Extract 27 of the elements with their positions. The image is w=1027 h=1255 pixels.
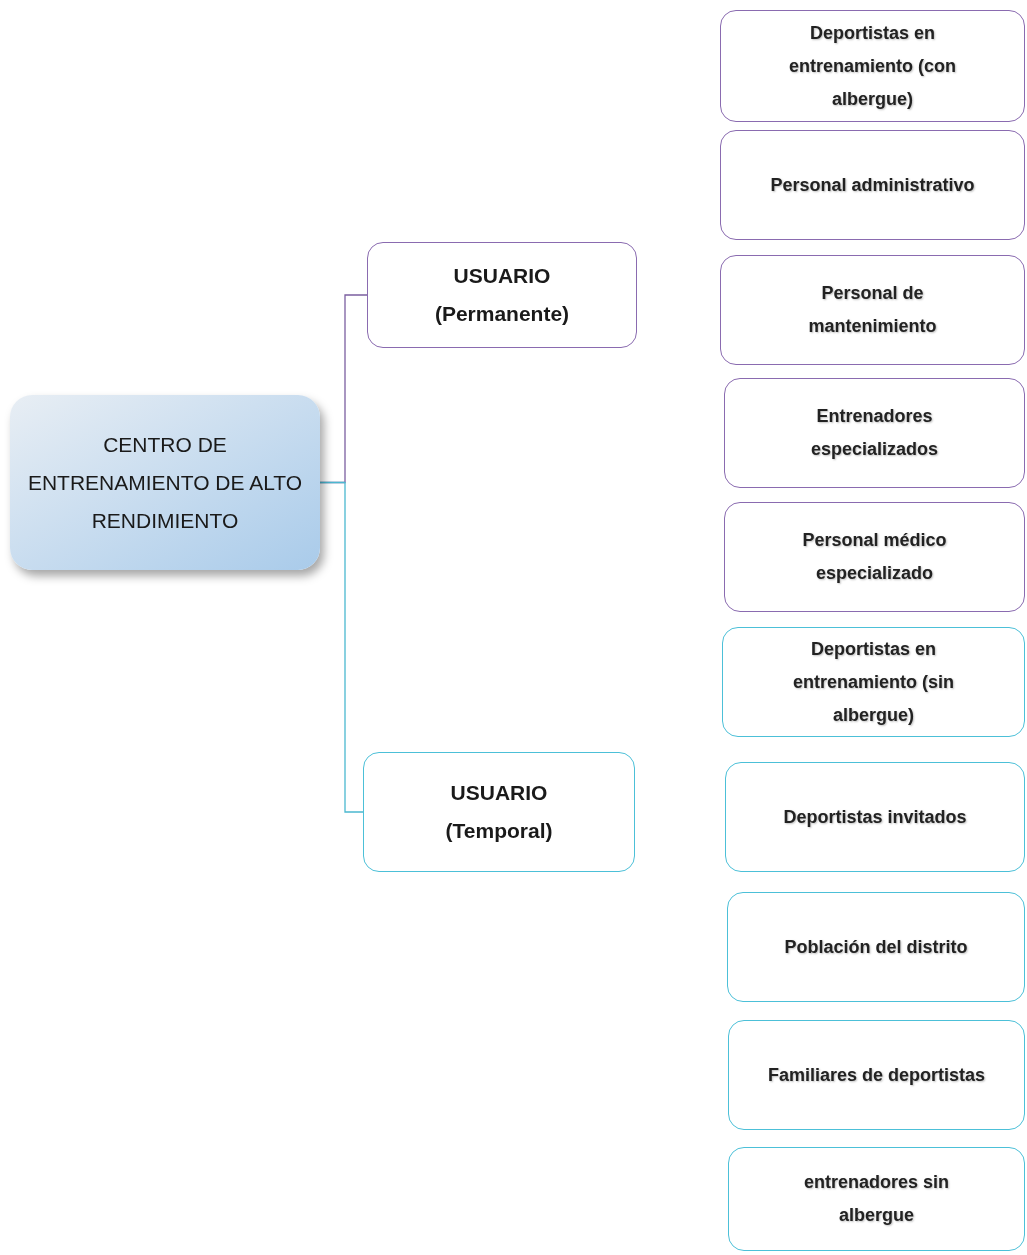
category-box [367,242,637,348]
box-text: Familiares de deportistas [767,1063,986,1087]
box-text: Entrenadores especializados [809,405,940,461]
user-box [720,10,1025,122]
box-text: Personal de mantenimiento [807,282,938,338]
user-box [724,378,1025,488]
user-box [728,1020,1025,1130]
box-text: Deportistas en entrenamiento (con albergue) [788,21,957,111]
connector-line [319,481,364,813]
user-box [728,1147,1025,1251]
box-text: Personal médico especializado [801,529,948,585]
box-text: Población del distrito [784,935,968,959]
user-box [722,627,1025,737]
user-box [724,502,1025,612]
box-text: Deportistas en entrenamiento (sin albergue) [792,637,955,727]
user-box [720,130,1025,240]
box-text: Personal administrativo [770,173,975,197]
user-box [720,255,1025,365]
user-box [725,762,1025,872]
user-box [727,892,1025,1002]
category-box [363,752,635,872]
root-box [10,395,320,570]
box-text: Deportistas invitados [783,805,967,829]
box-text: CENTRO DE ENTRENAMIENTO DE ALTO RENDIMIENTO [26,431,304,534]
box-text: USUARIO (Permanente) [433,263,571,327]
box-text: USUARIO (Temporal) [444,780,554,844]
box-text: entrenadores sin albergue [802,1171,950,1227]
